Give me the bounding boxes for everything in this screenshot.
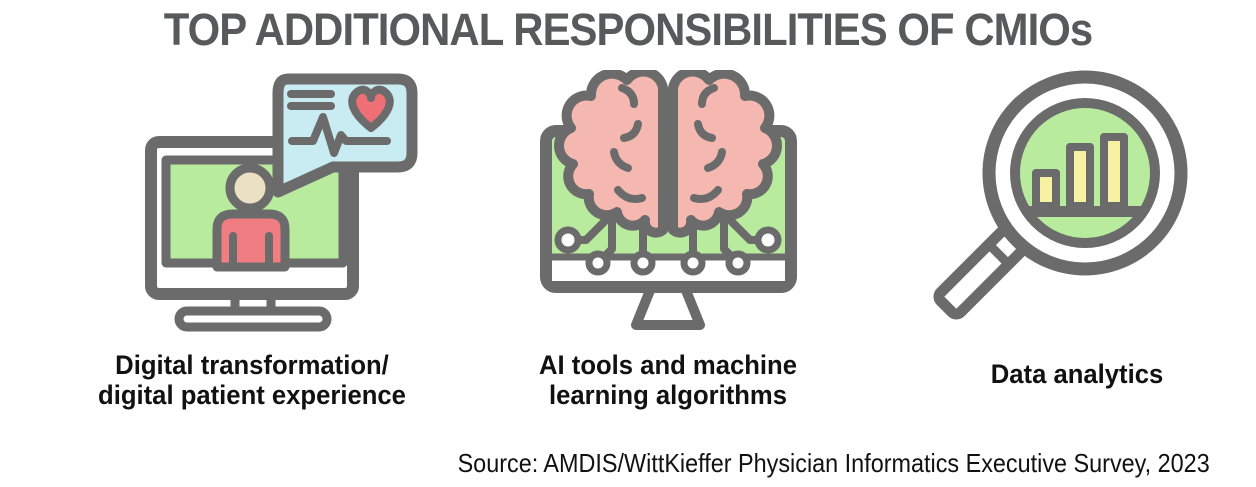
ai-brain-monitor-icon: [518, 70, 818, 335]
telehealth-monitor-svg: [145, 73, 418, 332]
person-body: [212, 209, 290, 272]
data-analytics-magnifier-icon: [930, 63, 1210, 335]
heart-icon: [348, 85, 394, 132]
person-head: [225, 163, 275, 213]
ekg-heartbeat-line: [288, 113, 391, 157]
brain-fold-squiggle: [704, 148, 726, 172]
circuit-node: [754, 226, 782, 254]
bar-chart-bar-tall: [1100, 133, 1128, 210]
label-line: learning algorithms: [548, 380, 788, 410]
brain-fold-squiggle: [698, 84, 718, 108]
label-line: Data analytics: [990, 359, 1164, 389]
telehealth-monitor-icon: [135, 66, 435, 338]
circuit-node: [630, 250, 656, 276]
brain-fold-squiggle: [694, 120, 716, 142]
item-label-data-analytics: Data analytics: [890, 359, 1256, 389]
circuit-node: [725, 250, 751, 276]
label-line: Digital transformation/: [115, 350, 389, 380]
ai-brain-monitor-svg: [540, 70, 797, 330]
circuit-node: [554, 226, 582, 254]
magnifier-svg: [933, 70, 1188, 320]
label-line: AI tools and machine: [539, 350, 797, 380]
circuit-node: [680, 250, 706, 276]
label-line: digital patient experience: [98, 380, 406, 410]
page-title: TOP ADDITIONAL RESPONSIBILITIES OF CMIOs: [163, 4, 1093, 55]
monitor-stand: [631, 283, 705, 330]
item-label-digital-transformation: Digital transformation/ digital patient …: [51, 350, 454, 410]
brain-fold-squiggle: [610, 148, 632, 172]
brain-fold-squiggle: [614, 186, 646, 203]
item-label-ai-tools: AI tools and machine learning algorithms: [476, 350, 860, 410]
source-attribution: Source: AMDIS/WittKieffer Physician Info…: [457, 448, 1210, 478]
magnifier-handle-divider: [984, 239, 1014, 269]
brain-fold-squiggle: [620, 120, 642, 142]
brain-fold-squiggle: [618, 84, 638, 108]
circuit-node: [585, 250, 611, 276]
monitor-stand-base: [174, 306, 332, 332]
bar-chart-bar-medium: [1066, 143, 1094, 210]
brain-fold-squiggle: [690, 186, 722, 203]
bar-chart-bar-short: [1032, 169, 1060, 210]
